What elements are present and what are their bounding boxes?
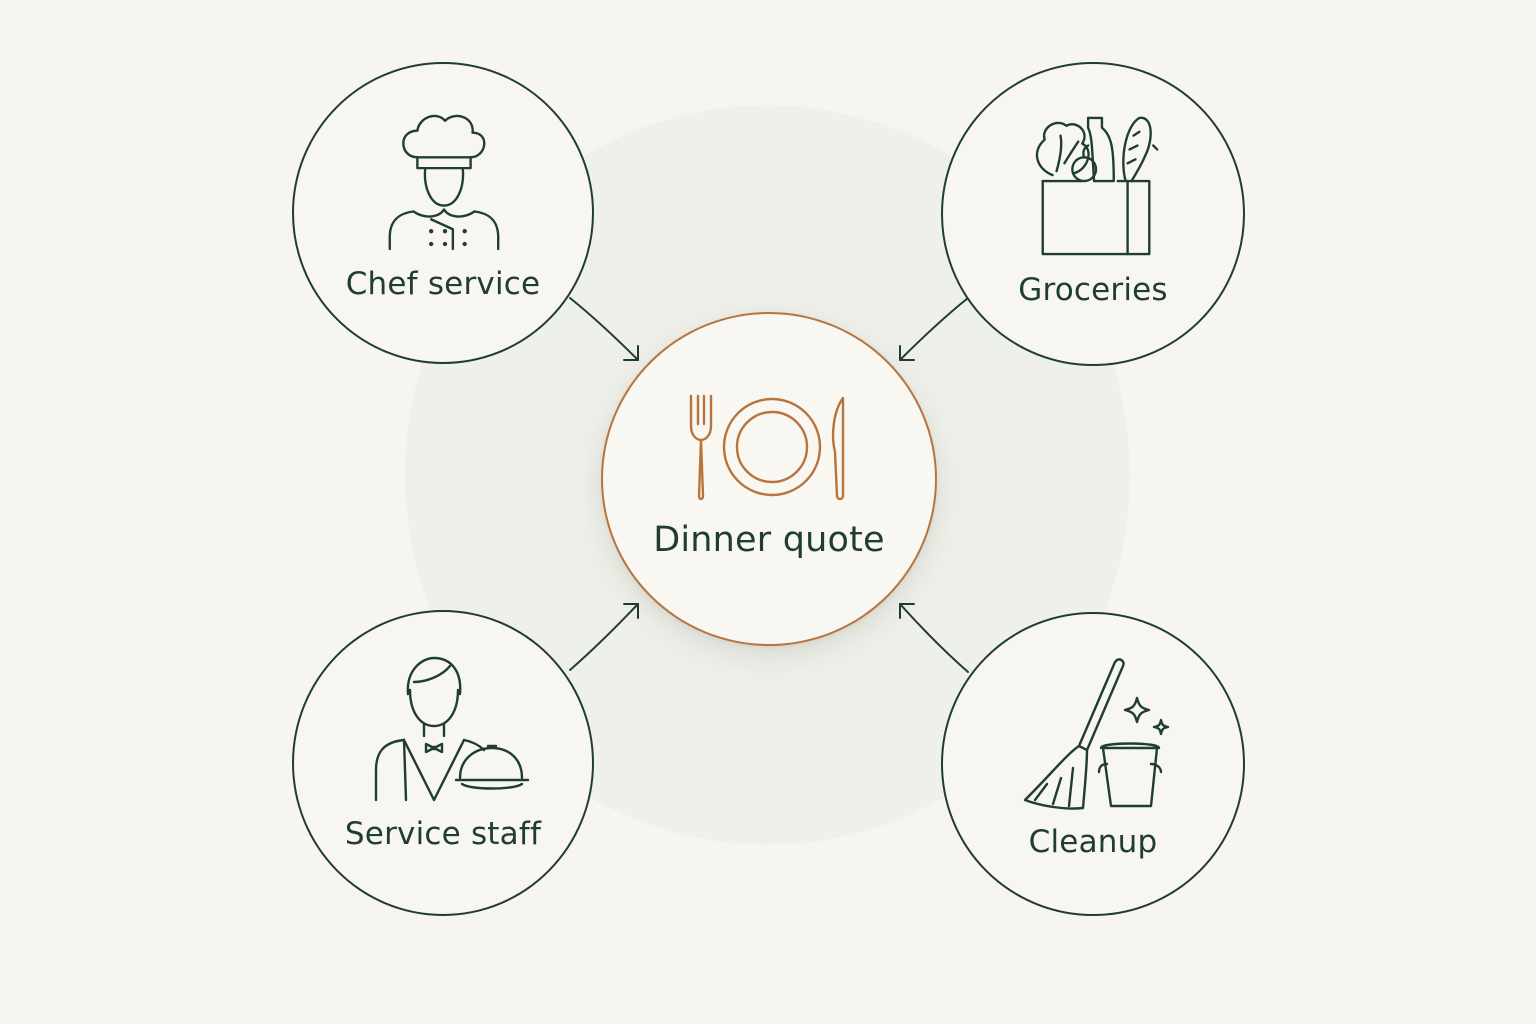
waiter-icon — [374, 656, 530, 802]
dinner-quote-label: Dinner quote — [653, 520, 885, 560]
grocery-bag-icon — [1035, 116, 1159, 256]
cleanup-label: Cleanup — [1028, 824, 1158, 860]
broom-bucket-icon — [1023, 658, 1170, 810]
chef-service-node[interactable]: Chef service — [292, 62, 594, 364]
chef-service-label: Chef service — [345, 266, 541, 302]
dinner-quote-node[interactable]: Dinner quote — [601, 312, 937, 646]
groceries-label: Groceries — [1018, 272, 1168, 308]
service-staff-label: Service staff — [344, 816, 542, 852]
chef-icon — [388, 114, 500, 251]
service-staff-node[interactable]: Service staff — [292, 610, 594, 916]
groceries-node[interactable]: Groceries — [941, 62, 1245, 366]
cleanup-node[interactable]: Cleanup — [941, 612, 1245, 916]
plate-cutlery-icon — [689, 394, 845, 501]
